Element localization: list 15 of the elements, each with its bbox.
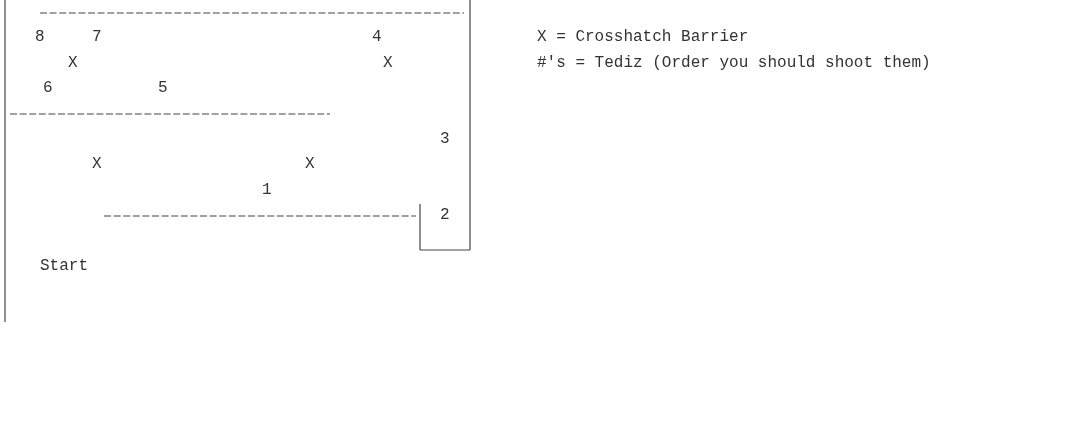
barrier-mark: X [92,154,102,176]
legend-text: X = Crosshatch Barrier [537,27,749,49]
maze-number: 8 [35,27,45,49]
barrier-mark: X [305,154,315,176]
maze-number: 2 [440,205,450,227]
maze-number: 6 [43,78,53,100]
maze-number: 7 [92,27,102,49]
maze-number: 1 [262,179,272,201]
barrier-mark: X [383,52,393,74]
maze-number: 5 [158,78,168,100]
legend-text: #'s = Tediz (Order you should shoot them) [537,52,932,74]
start-label: Start [40,256,88,277]
barrier-mark: X [68,52,78,74]
maze-number: 4 [372,27,382,49]
maze-number: 3 [440,129,450,150]
